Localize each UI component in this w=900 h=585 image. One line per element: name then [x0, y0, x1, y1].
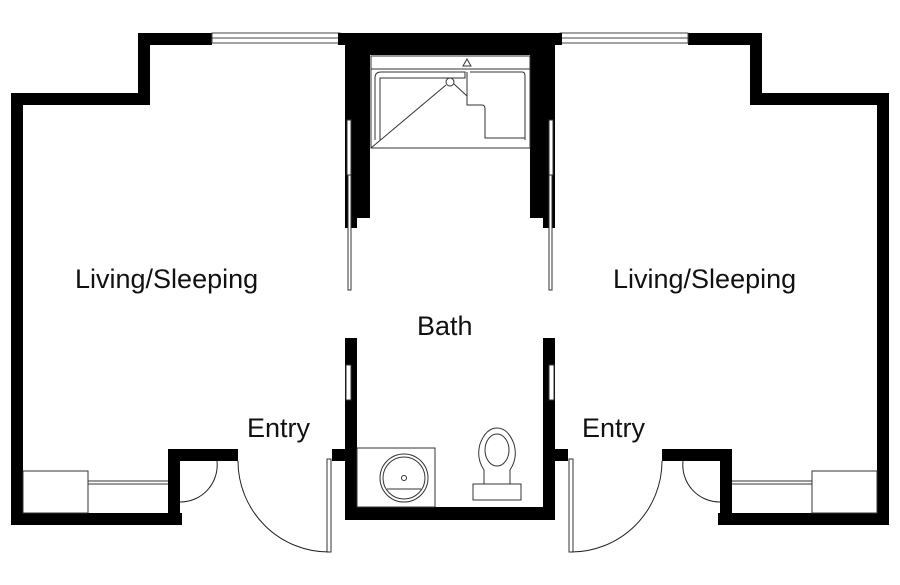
toilet — [472, 427, 522, 501]
sink — [356, 447, 436, 508]
shower-valve-icon — [462, 57, 472, 67]
room-label-left-entry: Entry — [247, 413, 311, 443]
room-label-right-living: Living/Sleeping — [613, 264, 797, 294]
room-label-right-entry: Entry — [582, 413, 646, 443]
room-label-left-living: Living/Sleeping — [75, 264, 259, 294]
room-label-bath: Bath — [417, 311, 473, 341]
shower — [370, 55, 531, 149]
